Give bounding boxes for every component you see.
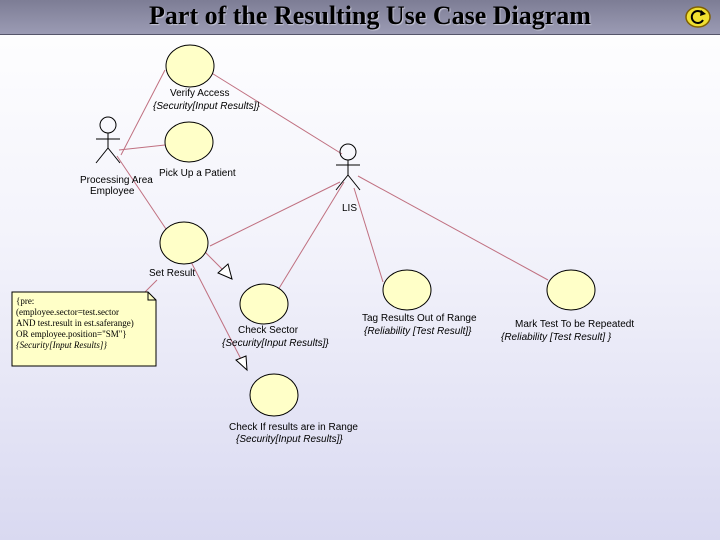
label-actor-processing-line2: Employee xyxy=(90,186,135,197)
constraint-check-range: {Security[Input Results]} xyxy=(236,434,343,445)
assoc-employee-verify xyxy=(120,69,166,156)
usecase-set-result xyxy=(159,221,209,265)
include-setresult-checkrange xyxy=(187,255,245,366)
refresh-arrow-icon[interactable] xyxy=(684,5,712,29)
title-bar xyxy=(0,0,720,35)
usecase-verify-access xyxy=(165,44,215,88)
include-arrowhead-checksector xyxy=(217,263,233,280)
note-line: (employee.sector=test.sector xyxy=(16,307,120,317)
usecase-check-range xyxy=(249,373,299,417)
label-pick-up-patient: Pick Up a Patient xyxy=(159,168,236,179)
constraint-check-sector: {Security[Input Results]} xyxy=(222,338,329,349)
assoc-lis-tag xyxy=(353,187,384,283)
label-verify-access: Verify Access xyxy=(170,88,230,99)
note-line: {pre: xyxy=(16,296,35,306)
note-box xyxy=(11,291,157,367)
usecase-check-sector xyxy=(239,283,289,325)
slide-title: Part of the Resulting Use Case Diagram xyxy=(149,1,591,30)
label-actor-processing-line1: Processing Area xyxy=(80,175,153,186)
constraint-verify-access: {Security[Input Results]} xyxy=(153,101,260,112)
note-text: {pre: (employee.sector=test.sector AND t… xyxy=(16,296,134,351)
label-actor-lis: LIS xyxy=(342,203,358,214)
label-set-result: Set Result xyxy=(149,268,196,279)
label-tag-results: Tag Results Out of Range xyxy=(362,313,477,324)
constraint-mark-test: {Reliability [Test Result] } xyxy=(501,332,612,343)
assoc-employee-pickup xyxy=(118,144,166,151)
assoc-lis-checksector xyxy=(277,181,345,291)
assoc-employee-setresult xyxy=(116,155,169,233)
label-check-range: Check If results are in Range xyxy=(229,422,358,433)
usecase-tag-results xyxy=(382,269,432,311)
usecase-mark-test xyxy=(546,269,596,311)
note-line: {Security[Input Results]} xyxy=(16,340,107,350)
note-line: OR employee.position="SM"} xyxy=(16,329,127,339)
assoc-lis-verify xyxy=(209,71,343,155)
assoc-lis-mark xyxy=(357,175,549,281)
include-arrowhead-checkrange xyxy=(235,355,248,372)
label-mark-test: Mark Test To be Repeatedt xyxy=(515,319,635,330)
assoc-lis-setresult xyxy=(209,181,341,247)
constraint-tag-results: {Reliability [Test Result]} xyxy=(364,326,472,337)
actor-processing-employee xyxy=(95,116,121,164)
actor-lis xyxy=(335,143,361,191)
note-line: AND test.result in est.saferange) xyxy=(16,318,134,328)
label-check-sector: Check Sector xyxy=(238,325,299,336)
usecase-pick-up-patient xyxy=(164,121,214,163)
